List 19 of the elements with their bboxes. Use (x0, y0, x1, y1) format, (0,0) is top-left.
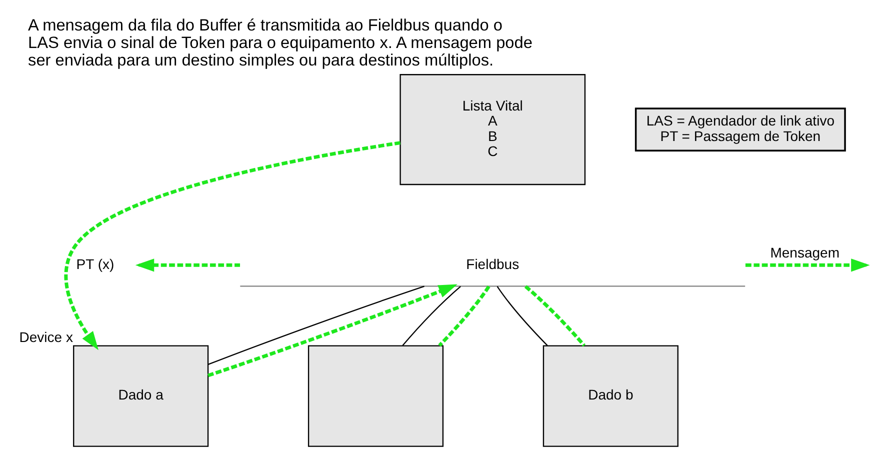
node-label: Device x (19, 328, 74, 345)
edge-label: PT (x) (76, 256, 114, 272)
connector (402, 286, 461, 346)
arrow (64, 141, 401, 350)
node-text: Fieldbus (466, 256, 520, 272)
arrow (745, 258, 870, 272)
node-box: Dado b (542, 345, 678, 447)
connector (524, 285, 586, 347)
edge-label: Mensagem (770, 244, 840, 261)
arrow (135, 258, 240, 272)
diagram-title: A mensagem da fila do Buffer é transmitida ao Fieldbus quando o LAS envia o sinal de Token para o equipamento x. A mensagem pode ser enviada para um destino simples ou para destinos múltiplos. (28, 16, 532, 70)
node-box: LAS = Agendador de link ativo PT = Passagem de Token (634, 108, 846, 152)
arrow (208, 284, 458, 378)
connector (208, 286, 424, 366)
connector (438, 285, 490, 347)
node-box (308, 345, 444, 447)
node-box: Lista Vital A B C (400, 74, 586, 186)
node-box: Dado a (73, 345, 209, 447)
connector (496, 286, 548, 346)
